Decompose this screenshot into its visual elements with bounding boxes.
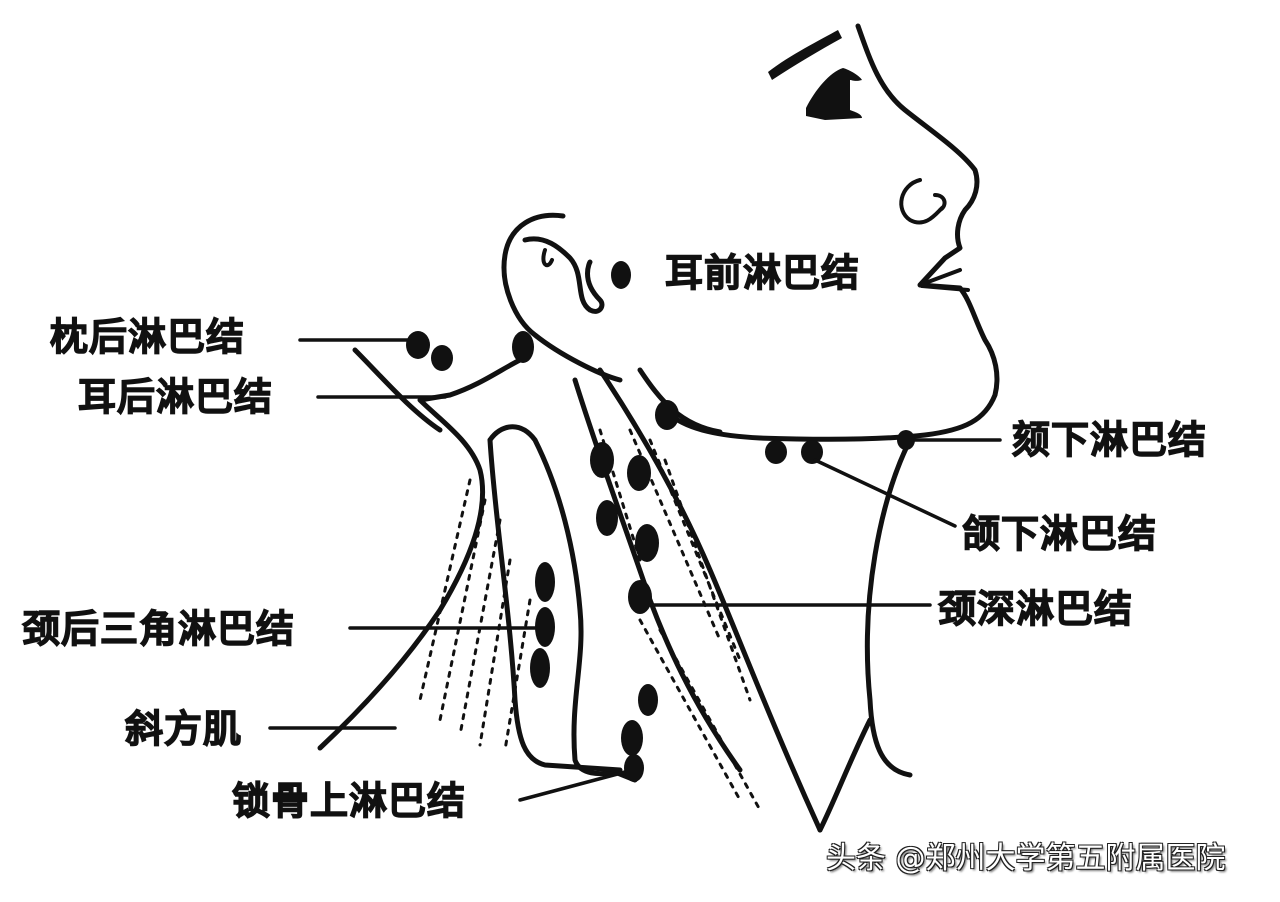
leader-lines: [268, 338, 1002, 802]
node-occipital-1: [406, 331, 430, 359]
node-submandibular-upper: [655, 400, 679, 430]
node-posterior-2: [535, 607, 555, 647]
node-submandibular-1: [765, 440, 787, 464]
node-supraclavicular-3: [624, 754, 644, 782]
node-posterior-1: [535, 562, 555, 602]
label-trapezius: 斜方肌: [124, 706, 243, 751]
node-deep-4: [635, 524, 659, 562]
node-deep-3: [596, 500, 618, 536]
node-deep-5: [628, 580, 652, 614]
node-deep-2: [627, 455, 651, 491]
muscle-hatching: [418, 428, 762, 812]
label-supraclavicular: 锁骨上淋巴结: [231, 778, 467, 823]
node-supraclavicular-1: [638, 684, 658, 716]
node-submental: [897, 430, 915, 450]
label-occipital: 枕后淋巴结: [49, 314, 246, 359]
leader-supraclavicular: [518, 770, 627, 802]
ear: [501, 212, 623, 383]
label-postauricular: 耳后淋巴结: [77, 374, 274, 419]
node-occipital-2: [431, 345, 453, 371]
label-posterior-triangle: 颈后三角淋巴结: [21, 606, 296, 651]
eyebrow-eye: [768, 30, 862, 120]
label-submental: 颏下淋巴结: [1011, 417, 1208, 462]
node-postauricular: [512, 331, 534, 363]
leader-submandibular: [813, 458, 957, 528]
node-preauricular: [611, 261, 631, 289]
label-submandibular: 颌下淋巴结: [961, 511, 1158, 556]
node-deep-1: [590, 442, 614, 478]
node-supraclavicular-2: [621, 720, 643, 756]
watermark: 头条 @郑州大学第五附属医院: [826, 841, 1226, 876]
face-profile: [667, 23, 1000, 442]
neck-outline: [317, 347, 913, 833]
label-preauricular: 耳前淋巴结: [664, 250, 861, 295]
lymph-nodes: [406, 261, 915, 782]
node-posterior-3: [530, 648, 550, 688]
node-submandibular-2: [801, 440, 823, 464]
label-deep-cervical: 颈深淋巴结: [937, 586, 1134, 631]
